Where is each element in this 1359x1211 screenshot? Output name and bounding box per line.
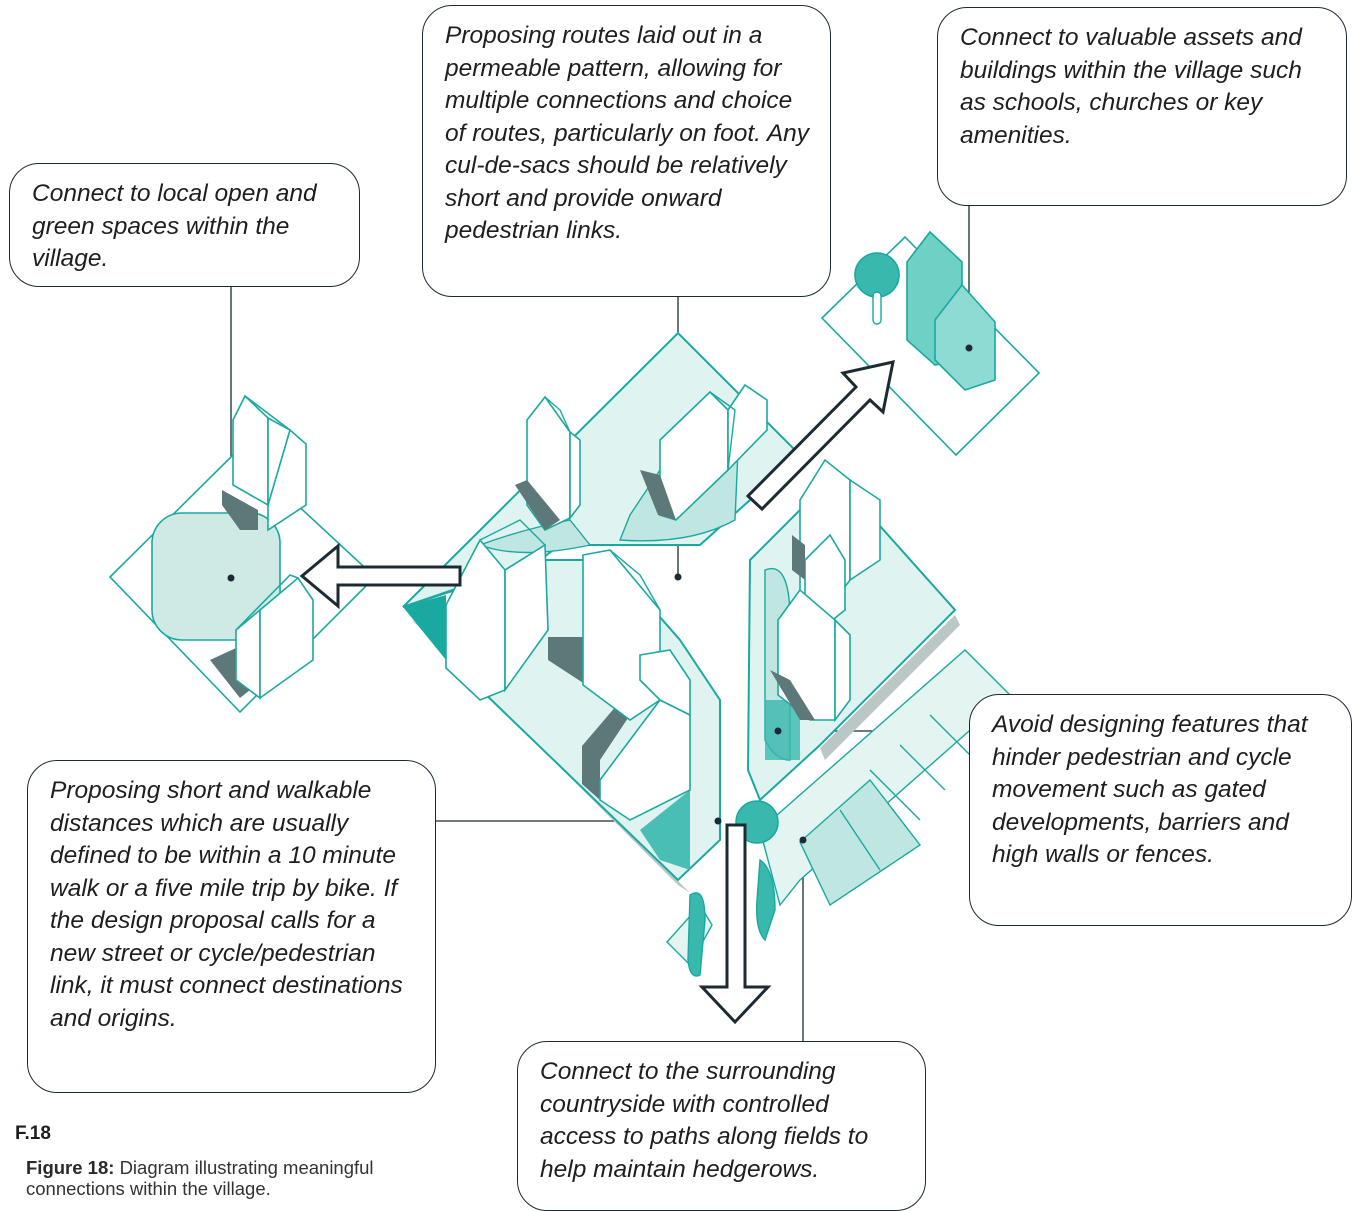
callout-countryside: Connect to the surrounding countryside w… xyxy=(517,1041,926,1211)
figure-label: Figure 18: xyxy=(26,1157,115,1178)
arrow-up-right xyxy=(745,360,895,512)
central-development-block xyxy=(402,331,797,893)
right-residential-block xyxy=(746,458,960,802)
arrow-down xyxy=(698,823,772,1025)
figure-text: Diagram illustrating meaningful connecti… xyxy=(26,1157,374,1199)
callout-permeable-routes: Proposing routes laid out in a permeable… xyxy=(422,5,831,297)
callout-walkable-distances: Proposing short and walkable distances w… xyxy=(27,760,436,1093)
fields-hedgerows xyxy=(666,649,1012,977)
figure-caption: Figure 18: Diagram illustrating meaningf… xyxy=(26,1157,446,1199)
callout-valuable-assets: Connect to valuable assets and buildings… xyxy=(937,7,1347,206)
figure-number: F.18 xyxy=(15,1123,51,1144)
callout-open-spaces: Connect to local open and green spaces w… xyxy=(9,163,360,287)
arrow-left xyxy=(299,542,462,610)
direction-arrows xyxy=(299,360,895,1025)
community-asset-plot xyxy=(820,230,1041,457)
callout-avoid-barriers: Avoid designing features that hinder ped… xyxy=(969,694,1352,926)
left-open-space-plot xyxy=(108,394,377,714)
